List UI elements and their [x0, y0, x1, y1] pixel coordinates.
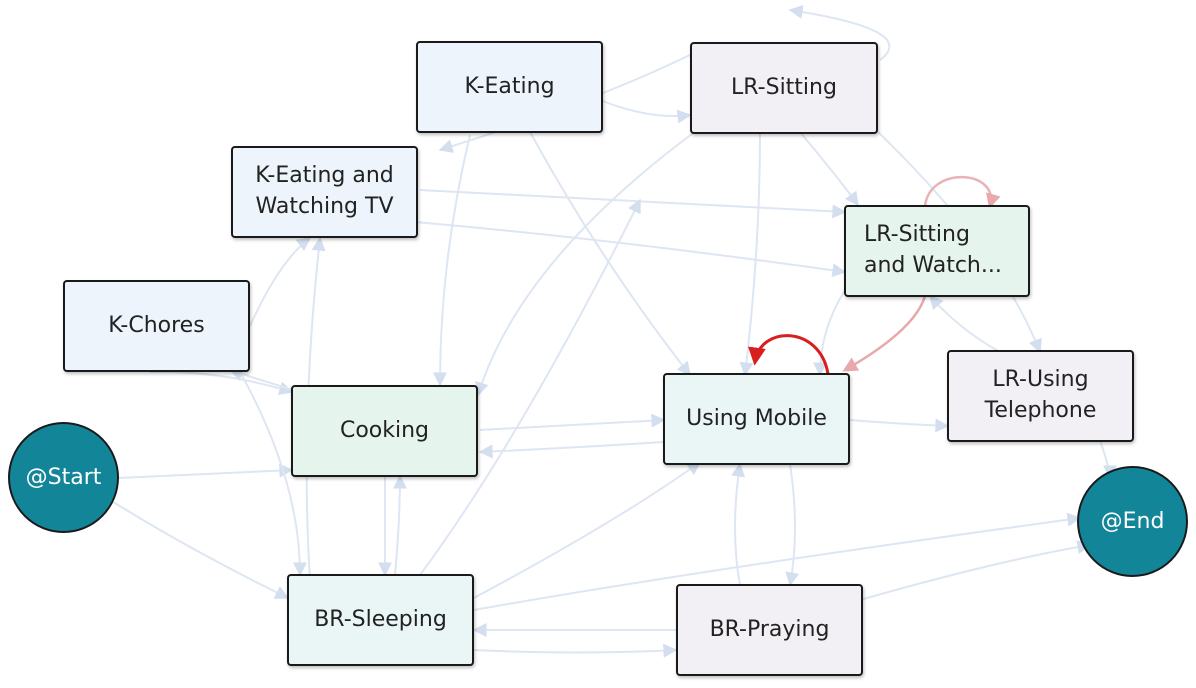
edge: [785, 463, 800, 587]
edge: [929, 294, 1001, 353]
node-k-eating-and-watching-tv[interactable]: K-Eating and Watching TV: [231, 146, 418, 238]
node-label: BR-Sleeping: [314, 606, 447, 632]
self-loop-using-mobile: [748, 334, 830, 375]
node-label: K-Eating: [464, 73, 555, 99]
edge: [433, 134, 471, 387]
edge: [392, 474, 407, 576]
node-br-praying[interactable]: BR-Praying: [676, 584, 863, 676]
edge: [599, 99, 692, 124]
edge: [813, 289, 846, 377]
node-label-line-1: LR-Sitting: [864, 222, 970, 248]
node-end[interactable]: @End: [1077, 466, 1188, 577]
node-label-line-1: K-Eating and: [255, 163, 394, 189]
node-start[interactable]: @Start: [8, 422, 119, 533]
edge: [117, 463, 294, 479]
node-k-chores[interactable]: K-Chores: [63, 280, 250, 372]
node-label: LR-Sitting: [731, 74, 837, 100]
node-label: BR-Praying: [709, 616, 830, 642]
node-label: @Start: [25, 465, 102, 490]
edge: [529, 131, 691, 377]
node-label-line-2: and Watch...: [864, 253, 1002, 278]
edge: [475, 127, 701, 397]
edge: [788, 4, 891, 61]
edge: [473, 643, 678, 658]
node-cooking[interactable]: Cooking: [291, 385, 478, 477]
node-using-mobile[interactable]: Using Mobile: [663, 373, 850, 465]
edge: [859, 540, 1092, 601]
node-label-line-2: Watching TV: [255, 194, 394, 219]
node-lr-using-telephone[interactable]: LR-Using Telephone: [947, 350, 1134, 442]
edge-lr-sitting-watch-to-using-mobile: [842, 295, 927, 372]
node-label-line-2: Telephone: [984, 398, 1097, 423]
edge: [473, 512, 1082, 611]
self-loop-lr-sitting-watch: [923, 175, 1001, 209]
edge: [479, 413, 666, 431]
edge: [731, 462, 746, 586]
edge: [414, 221, 847, 278]
edge: [249, 237, 312, 327]
edge: [149, 370, 294, 396]
node-k-eating[interactable]: K-Eating: [416, 41, 603, 133]
edge: [419, 189, 847, 219]
edge: [739, 131, 761, 377]
node-label: K-Chores: [108, 312, 205, 338]
edge: [419, 198, 641, 576]
node-lr-sitting-and-watching[interactable]: LR-Sitting and Watch...: [844, 205, 1030, 297]
edge: [849, 418, 950, 433]
edge: [239, 371, 307, 577]
node-label: Cooking: [339, 417, 430, 443]
edge: [799, 131, 859, 207]
node-label-line-1: LR-Using: [992, 367, 1089, 393]
edge: [478, 441, 665, 459]
edge: [109, 499, 290, 599]
edge: [469, 461, 702, 601]
node-br-sleeping[interactable]: BR-Sleeping: [287, 574, 474, 666]
node-label: @End: [1100, 509, 1165, 534]
node-lr-sitting[interactable]: LR-Sitting: [690, 42, 878, 134]
node-label: Using Mobile: [686, 405, 827, 431]
